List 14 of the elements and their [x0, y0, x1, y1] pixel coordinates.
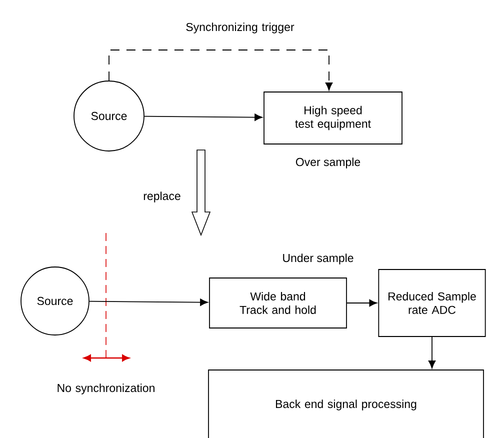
arrow — [346, 299, 378, 307]
arrow — [89, 298, 208, 306]
node-caption: Under sample — [283, 254, 354, 264]
arrow — [428, 336, 436, 368]
process-box: Wide band Track and hold — [209, 278, 347, 328]
annotation: replace — [144, 192, 180, 202]
arrow — [108, 50, 333, 90]
annotation: No synchronization — [58, 384, 154, 394]
arrow — [144, 114, 262, 121]
edge-label: Synchronizing trigger — [184, 22, 296, 34]
process-box: Back end signal processing — [208, 370, 484, 438]
process-box: Reduced Sample rate ADC — [378, 269, 486, 337]
node-caption: Over sample — [296, 158, 360, 168]
process-box: High speed test equipment — [264, 92, 402, 144]
